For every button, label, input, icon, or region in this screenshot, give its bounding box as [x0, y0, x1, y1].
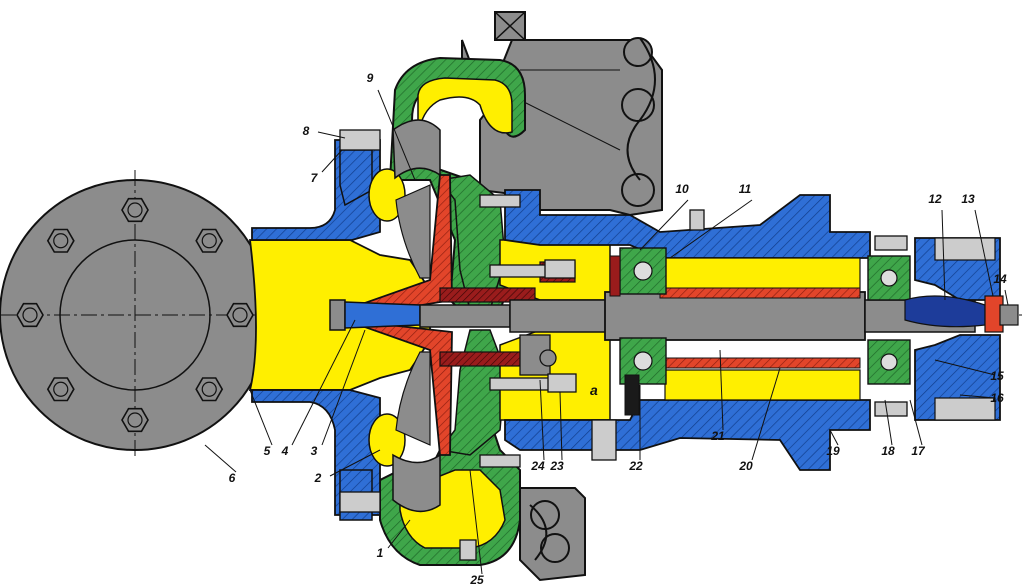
- flange-bolt-head: [46, 377, 75, 402]
- flange-bolt-washer: [232, 307, 248, 323]
- callout-number: 10: [675, 182, 689, 196]
- flange-bolt-washer: [127, 412, 143, 428]
- flange-bolt-heads: [16, 197, 254, 433]
- flange-bolt-washer: [53, 381, 69, 397]
- callout-number: 19: [826, 444, 840, 458]
- callout-leader-line: [539, 379, 545, 461]
- flange-bolt-washer: [127, 202, 143, 218]
- callout-leader-line: [829, 429, 839, 446]
- callout-number: 14: [993, 272, 1007, 286]
- callout-number: 4: [281, 444, 289, 458]
- bearing-assemblies: [609, 247, 911, 416]
- end-cover-housing: [904, 237, 1019, 421]
- callout-leader-line: [751, 367, 781, 461]
- lower-mounting-bracket: [519, 487, 586, 582]
- callout-leader-line: [959, 394, 996, 399]
- callout-leader-line: [559, 391, 563, 461]
- callout-number: 6: [229, 471, 236, 485]
- callout-number: 11: [739, 182, 752, 196]
- flange-bolt-washer: [201, 381, 217, 397]
- flange-bolt-washer: [201, 233, 217, 249]
- callout-leader-line: [204, 444, 237, 473]
- callout-number: 1: [377, 546, 384, 560]
- callout-number: 17: [911, 444, 926, 458]
- flange-bolt-washer: [22, 307, 38, 323]
- callout-number: 24: [530, 459, 545, 473]
- callout-leader-line: [909, 399, 923, 446]
- flange-bolt-head: [121, 197, 149, 223]
- callout-leader-line: [377, 89, 416, 181]
- callout-number: 8: [303, 124, 310, 138]
- rotor-shaft: [329, 287, 976, 376]
- callout-number: 21: [710, 429, 725, 443]
- callout-leader-line: [321, 149, 343, 173]
- callout-number: 18: [881, 444, 895, 458]
- callout-number: 23: [549, 459, 564, 473]
- callout-leader-line: [1004, 289, 1009, 306]
- flange-bolt-head: [195, 377, 224, 402]
- callout-leader-line: [317, 131, 346, 139]
- flange-bolt-head: [46, 228, 75, 253]
- callout-leader-line: [974, 209, 994, 297]
- callout-leader-line: [321, 329, 366, 446]
- callout-leader-line: [719, 349, 724, 431]
- callout-number: 22: [628, 459, 643, 473]
- callout-leader-line: [387, 519, 411, 549]
- callout-leader-line: [669, 199, 753, 259]
- callout-number: 16: [990, 391, 1004, 405]
- oil-port-label-a: a: [590, 382, 598, 398]
- callout-leader-line: [291, 319, 356, 446]
- fastener-studs: [339, 129, 908, 561]
- callout-leader-line: [249, 389, 273, 446]
- callout-number: 25: [469, 573, 484, 587]
- callout-number: 2: [314, 471, 322, 485]
- flange-bolt-washer: [53, 233, 69, 249]
- callout-number: 7: [311, 171, 319, 185]
- flange-bolt-head: [226, 302, 254, 328]
- callout-leader-line: [469, 469, 483, 575]
- callout-number: 9: [367, 71, 374, 85]
- callout-number: 15: [990, 369, 1004, 383]
- callout-leader-line: [934, 359, 996, 376]
- flange-bolt-head: [16, 302, 44, 328]
- callout-number: 12: [928, 192, 942, 206]
- callout-number: 3: [311, 444, 318, 458]
- callout-leader-line: [639, 199, 689, 251]
- callout-leader-line: [941, 209, 946, 301]
- callout-number: 13: [961, 192, 975, 206]
- callout-number: 5: [264, 444, 271, 458]
- flange-bolt-head: [121, 407, 149, 433]
- callout-leader-line: [329, 449, 381, 477]
- flange-bolt-head: [195, 228, 224, 253]
- turbine-wheel: [344, 174, 453, 456]
- callout-leader-line: [884, 399, 893, 446]
- callout-number: 20: [738, 459, 753, 473]
